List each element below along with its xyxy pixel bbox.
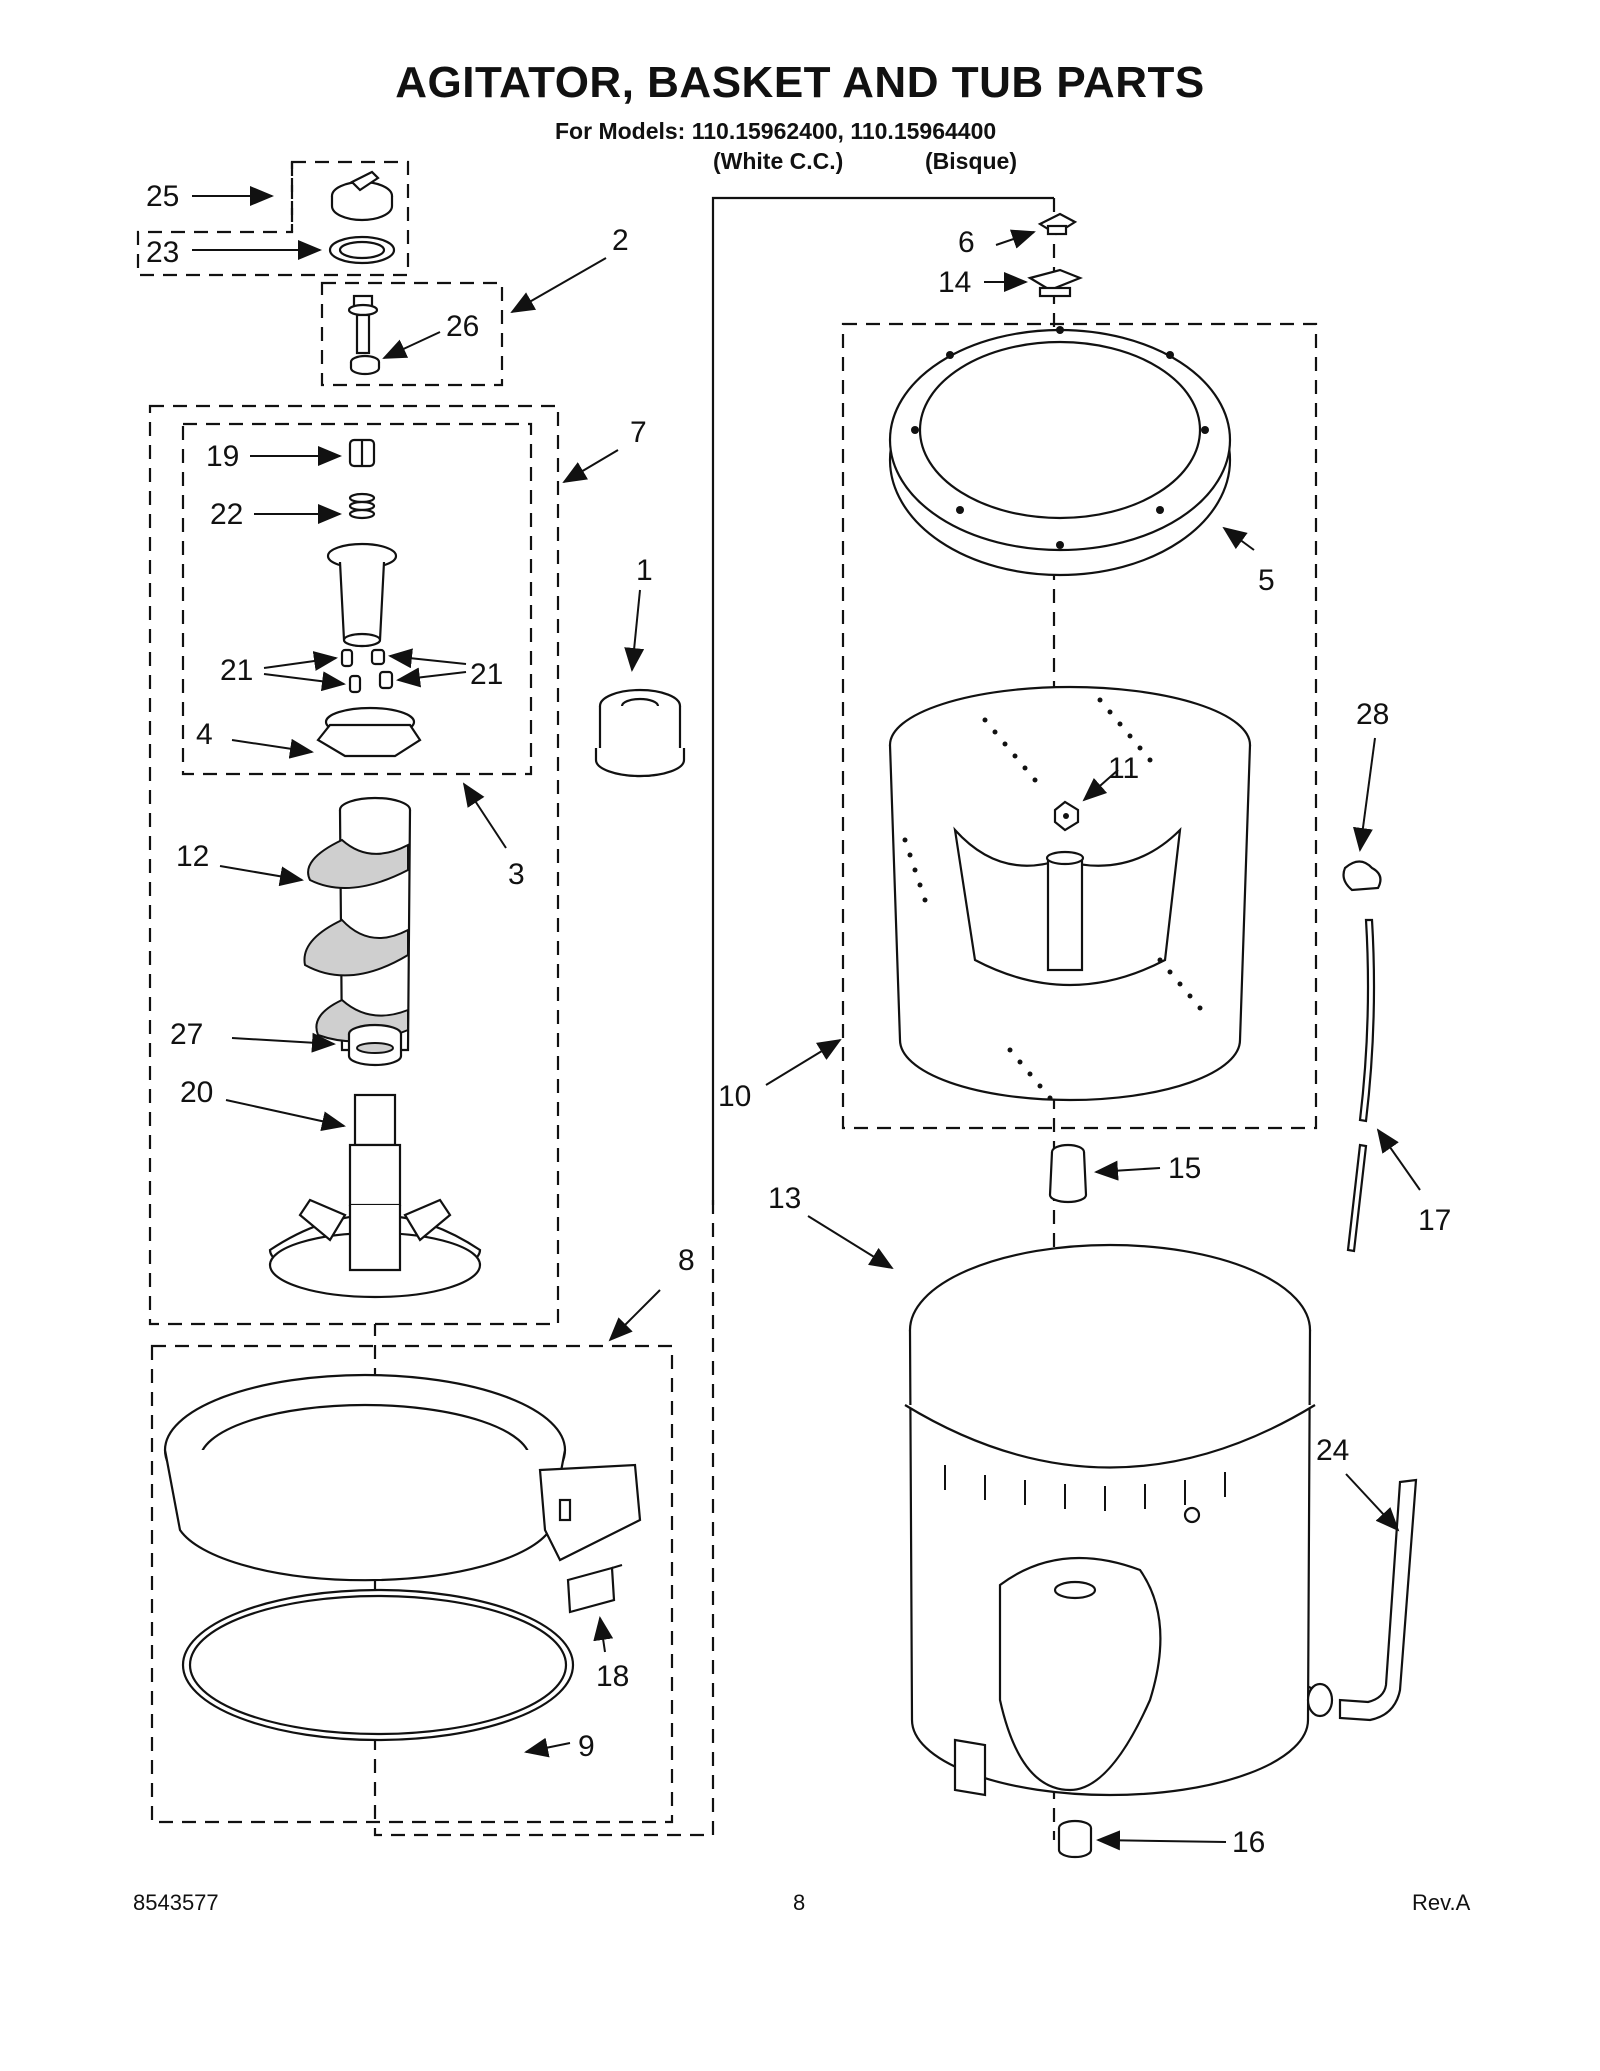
callout-20: 20: [180, 1076, 213, 1109]
callout-9: 9: [578, 1730, 595, 1763]
callout-17: 17: [1418, 1204, 1451, 1237]
part-auger: [303, 796, 412, 1052]
part-24-drain-hose: [1306, 1478, 1418, 1722]
part-outer-tub: [904, 1243, 1316, 1797]
callout-6: 6: [958, 226, 975, 259]
part-agitator-base-cap: [316, 706, 422, 758]
callout-16: 16: [1232, 1826, 1265, 1859]
part-basket: [888, 685, 1252, 1102]
footer-page-number: 8: [793, 1890, 806, 1915]
group-box-25-23: [136, 160, 410, 277]
callout-21-left: 21: [220, 654, 253, 687]
callout-28: 28: [1356, 698, 1389, 731]
page-title: AGITATOR, BASKET AND TUB PARTS: [395, 58, 1205, 107]
part-15-drive-block: [1048, 1143, 1088, 1204]
callout-19: 19: [206, 440, 239, 473]
part-agitator-cap: [330, 170, 394, 222]
callout-3: 3: [508, 858, 525, 891]
part-6-spanner-nut: [1037, 212, 1078, 236]
callout-8: 8: [678, 1244, 695, 1277]
footer-doc-number: 8543577: [133, 1890, 219, 1915]
group-box-2: [320, 281, 504, 387]
callout-15: 15: [1168, 1152, 1201, 1185]
callout-numbers: 25 23 2 26 7 19 22 1 21 21 4 3 12 27 20 …: [146, 180, 1451, 1859]
part-agitator-cam: [348, 438, 376, 468]
models-line: For Models: 110.15962400, 110.15964400: [555, 118, 997, 144]
callout-7: 7: [630, 416, 647, 449]
group-box-8: [150, 1344, 674, 1824]
callout-22: 22: [210, 498, 243, 531]
callout-1: 1: [636, 554, 653, 587]
callout-5: 5: [1258, 564, 1275, 597]
callout-14: 14: [938, 266, 971, 299]
callout-10: 10: [718, 1080, 751, 1113]
callout-23: 23: [146, 236, 179, 269]
callout-18: 18: [596, 1660, 629, 1693]
part-18-switch: [566, 1563, 623, 1614]
callout-27: 27: [170, 1018, 203, 1051]
callout-2: 2: [612, 224, 629, 257]
leader-arrows: [192, 186, 1421, 1851]
callout-25: 25: [146, 180, 179, 213]
part-14-clip: [1027, 268, 1083, 298]
footer-revision: Rev.A: [1412, 1890, 1471, 1915]
part-basket-seal: [594, 688, 686, 778]
callout-4: 4: [196, 718, 213, 751]
group-box-3: [181, 422, 533, 776]
part-cap-seal-ring: [328, 235, 396, 265]
callout-21-right: 21: [470, 658, 503, 691]
group-box-10: [841, 322, 1318, 1130]
part-balance-ring: [888, 326, 1232, 577]
part-11-basket-nut: [1053, 800, 1080, 832]
part-agitator-bolt: [347, 294, 379, 355]
part-tub-cover: [163, 1373, 642, 1582]
callout-12: 12: [176, 840, 209, 873]
part-16-plug: [1057, 1819, 1093, 1859]
part-agitator-ratchet-housing: [326, 542, 398, 648]
part-agitator-dogs: [340, 648, 394, 694]
color-label-bisque: (Bisque): [925, 148, 1017, 174]
callout-11: 11: [1108, 752, 1139, 785]
part-9-tub-ring: [181, 1588, 575, 1742]
group-box-7: [148, 404, 560, 1326]
part-28-hose-clip: [1342, 860, 1382, 892]
callout-26: 26: [446, 310, 479, 343]
callout-24: 24: [1316, 1434, 1349, 1467]
part-agitator-base: [268, 1093, 482, 1299]
part-17-pressure-hose: [1346, 918, 1376, 1253]
callout-13: 13: [768, 1182, 801, 1215]
part-26-washer: [349, 354, 381, 376]
part-27-bearing: [347, 1023, 403, 1067]
part-spring: [348, 492, 376, 520]
color-label-white: (White C.C.): [713, 148, 844, 174]
